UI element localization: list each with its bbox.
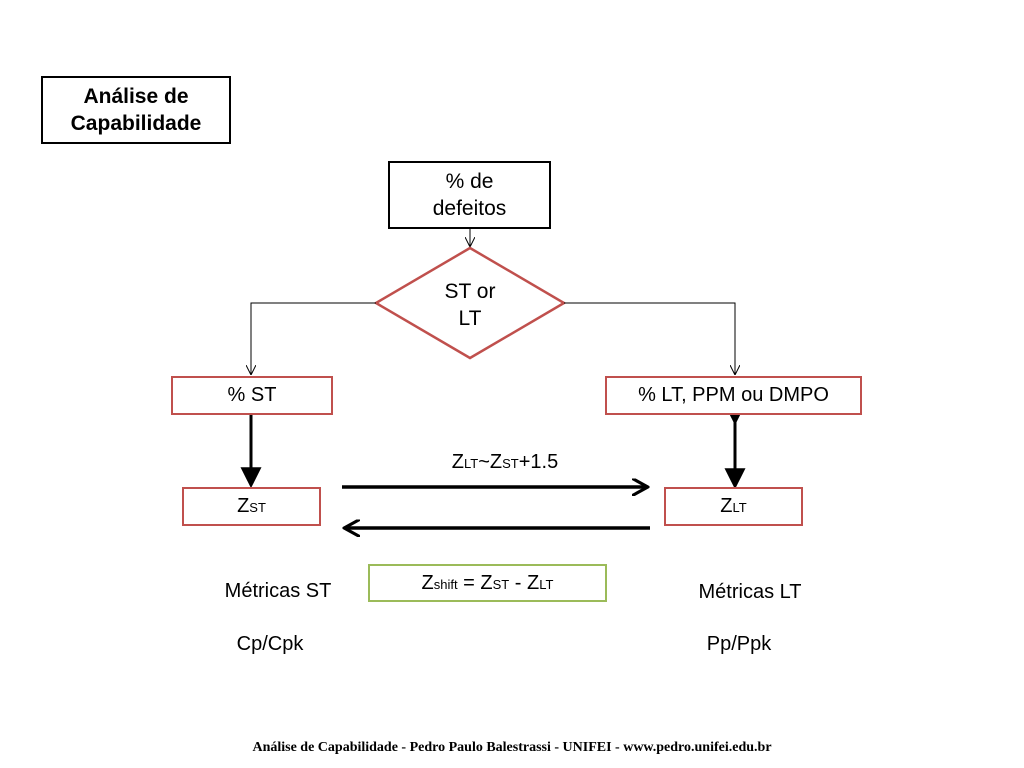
connector-decision-to-lt bbox=[564, 302, 735, 374]
zlt-node: ZLT bbox=[664, 487, 803, 526]
lt-node-label: % LT, PPM ou DMPO bbox=[638, 384, 829, 406]
lt-node: % LT, PPM ou DMPO bbox=[605, 376, 862, 415]
metrics-st-label: Métricas ST bbox=[224, 580, 332, 602]
title-line-1: Análise de bbox=[83, 85, 189, 108]
connector-decision-to-st bbox=[251, 302, 376, 374]
st-node: % ST bbox=[171, 376, 333, 415]
decision-diamond bbox=[373, 246, 567, 360]
title-box: Análise de Capabilidade bbox=[41, 76, 231, 144]
defects-line-1: % de bbox=[445, 170, 494, 193]
defects-line-2: defeitos bbox=[432, 197, 507, 220]
footer: Análise de Capabilidade - Pedro Paulo Ba… bbox=[252, 740, 772, 755]
zst-label: ZST bbox=[237, 495, 266, 517]
metrics-lt-label: Métricas LT bbox=[698, 581, 802, 603]
decision-line-1: ST or bbox=[444, 280, 496, 303]
metrics-st-indices: Cp/Cpk bbox=[236, 633, 304, 655]
decision-label: ST or LT bbox=[420, 278, 520, 332]
metrics-lt-indices: Pp/Ppk bbox=[706, 633, 772, 655]
st-node-label: % ST bbox=[227, 384, 277, 406]
zlt-label: ZLT bbox=[720, 495, 747, 517]
relation-label: ZLT~ZST+1.5 bbox=[451, 451, 559, 473]
title-line-2: Capabilidade bbox=[70, 112, 202, 135]
defects-node: % de defeitos bbox=[388, 161, 551, 229]
zshift-box: Zshift = ZST - ZLT bbox=[368, 564, 607, 602]
zshift-formula: Zshift = ZST - ZLT bbox=[421, 571, 554, 594]
zst-node: ZST bbox=[182, 487, 321, 526]
decision-line-2: LT bbox=[458, 307, 482, 330]
